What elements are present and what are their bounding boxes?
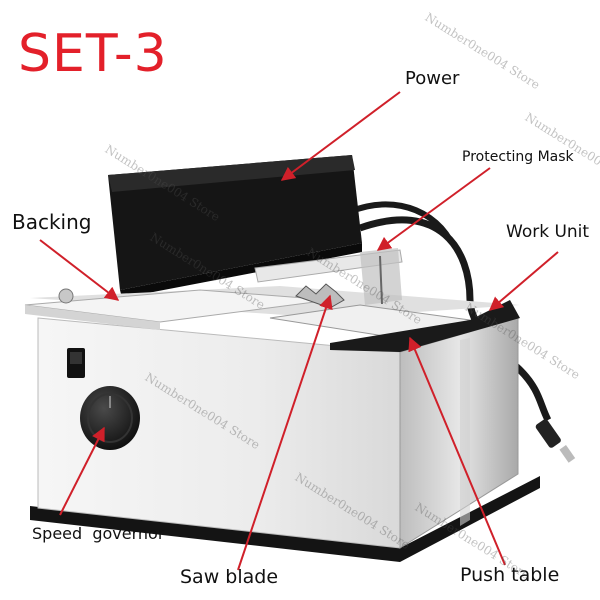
arrow-backing [39, 239, 120, 301]
arrow-work-unit [488, 251, 559, 311]
speed-knob [80, 386, 140, 450]
arrow-protecting-mask [376, 167, 491, 251]
label-power: Power [405, 68, 460, 89]
label-protecting-mask: Protecting Mask [462, 149, 574, 165]
dc-plug [535, 419, 576, 463]
label-saw-blade: Saw blade [180, 566, 279, 588]
protecting-mask [254, 248, 403, 305]
arrow-saw-blade [237, 294, 333, 571]
label-speed-governor: Speed governor [32, 524, 165, 543]
arrow-push-table [408, 336, 506, 566]
label-backing: Backing [12, 210, 92, 234]
power-adapter [108, 155, 362, 298]
power-switch [67, 348, 85, 378]
label-work-unit: Work Unit [506, 222, 590, 242]
set-title: SET-3 [18, 24, 168, 84]
black-acrylic-base [30, 476, 540, 562]
arrow-speed-governor [59, 426, 105, 516]
power-cable [358, 216, 552, 422]
arrow-power [280, 91, 401, 181]
label-push-table: Push table [460, 564, 560, 586]
callout-arrows [39, 91, 559, 571]
